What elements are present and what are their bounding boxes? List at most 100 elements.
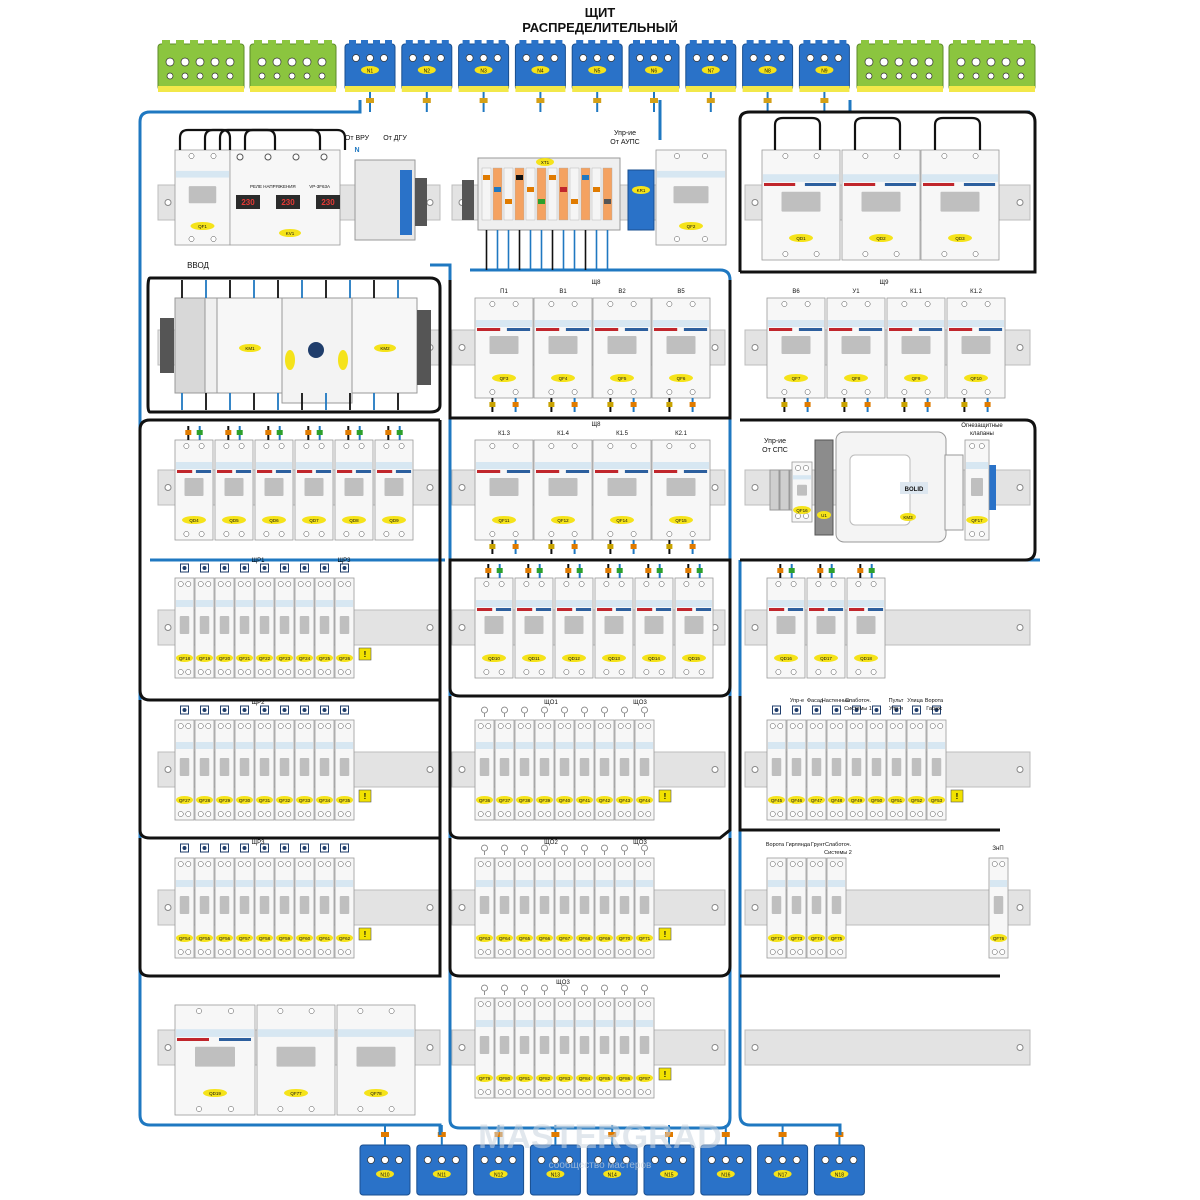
screw-icon — [937, 811, 944, 817]
breaker-label-tag — [635, 1074, 654, 1082]
breaker-qf50: QF50 — [866, 719, 887, 821]
relay-label: KV1 — [286, 231, 295, 236]
red-indicator — [769, 608, 785, 611]
screw-icon — [273, 72, 281, 80]
screw-icon — [909, 811, 916, 817]
screw-icon — [607, 301, 614, 307]
breaker-stripe — [316, 880, 333, 887]
label-from-vru: От ВРУ — [345, 135, 370, 142]
screw-icon — [217, 811, 224, 817]
toggle-lever — [607, 336, 637, 354]
breaker-qf62: QF62 — [334, 857, 355, 959]
screw-icon — [577, 811, 584, 817]
blue-indicator — [535, 608, 552, 611]
breaker-stripe — [596, 880, 613, 887]
blue-indicator — [978, 328, 1003, 331]
breaker-label: QF66 — [539, 936, 551, 941]
screw-icon — [483, 581, 490, 587]
screw-icon — [225, 57, 235, 67]
red-indicator — [595, 328, 619, 331]
label-from-dgu: От ДГУ — [383, 135, 407, 142]
rail-screw — [711, 344, 719, 351]
toggle-lever — [195, 1046, 235, 1067]
screw-icon — [517, 811, 524, 817]
ferrule — [512, 402, 519, 407]
screw-icon — [941, 251, 948, 257]
screw-icon — [217, 669, 224, 675]
screw-icon — [910, 72, 918, 80]
screw-icon — [512, 531, 519, 537]
wire — [225, 426, 232, 440]
screw-icon — [292, 153, 300, 161]
toggle-lever — [276, 1046, 316, 1067]
breaker-label-tag — [315, 796, 334, 804]
strip-header: Системы 1 — [844, 706, 872, 712]
breaker-label: QF60 — [299, 936, 311, 941]
wire — [901, 398, 908, 412]
screw-icon — [625, 811, 632, 817]
toggle-lever — [831, 758, 842, 776]
blue-indicator — [565, 328, 590, 331]
wire — [630, 398, 637, 412]
red-indicator — [677, 608, 693, 611]
screw-icon — [465, 54, 474, 62]
green-bus-tab — [875, 40, 883, 48]
toggle-lever — [499, 1036, 510, 1054]
screw-icon — [585, 949, 592, 955]
toggle-lever — [259, 758, 270, 776]
blue-bus-tab — [385, 40, 392, 48]
module — [944, 454, 964, 531]
lamp-icon — [621, 844, 628, 852]
screw-icon — [666, 443, 673, 449]
screw-icon — [789, 723, 796, 729]
screw-icon — [287, 57, 297, 67]
screw-icon — [789, 811, 796, 817]
screw-icon — [565, 949, 572, 955]
breaker-label-tag — [610, 374, 634, 382]
socket-icon — [282, 708, 287, 712]
terminal — [481, 167, 492, 221]
screw-icon — [837, 949, 844, 955]
breaker-stripe — [176, 462, 212, 469]
terminal — [536, 167, 547, 221]
screw-icon — [257, 57, 267, 67]
ferrule — [817, 568, 824, 573]
toggle-lever — [940, 191, 980, 212]
breaker-label: QD16 — [780, 656, 792, 661]
wire — [548, 398, 555, 412]
screw-icon — [177, 861, 184, 867]
bus-label: N8 — [764, 69, 771, 75]
screw-icon — [305, 581, 312, 587]
rail-screw — [711, 484, 719, 491]
blue-indicator — [195, 470, 212, 473]
screw-icon — [706, 54, 715, 62]
breaker-qf44: QF44 — [634, 719, 655, 821]
screw-icon — [436, 54, 445, 62]
wire — [788, 564, 795, 578]
screw-icon — [617, 1089, 624, 1095]
breaker-label: QF41 — [579, 798, 591, 803]
screw-icon — [1017, 72, 1025, 80]
ferrule — [496, 568, 503, 573]
toggle-lever — [619, 896, 630, 914]
screw-icon — [308, 1008, 315, 1014]
green-bus-tab — [953, 40, 961, 48]
bus-base — [250, 86, 336, 92]
breaker-label-tag — [827, 934, 846, 942]
blue-bus-bar: N15 — [643, 1125, 695, 1196]
screw-icon — [489, 389, 496, 395]
screw-icon — [625, 1089, 632, 1095]
screw-icon — [625, 861, 632, 867]
screw-icon — [769, 723, 776, 729]
rail-screw — [1016, 1044, 1024, 1051]
breaker-label: QF57 — [239, 936, 251, 941]
breaker-stripe — [556, 742, 573, 749]
screw-icon — [578, 581, 585, 587]
breaker-label-tag — [364, 1089, 388, 1097]
screw-icon — [517, 861, 524, 867]
screw-icon — [264, 153, 272, 161]
screw-icon — [630, 389, 637, 395]
wire-arc — [933, 116, 982, 150]
strip-header: Пульт — [889, 698, 904, 704]
screw-icon — [864, 389, 871, 395]
